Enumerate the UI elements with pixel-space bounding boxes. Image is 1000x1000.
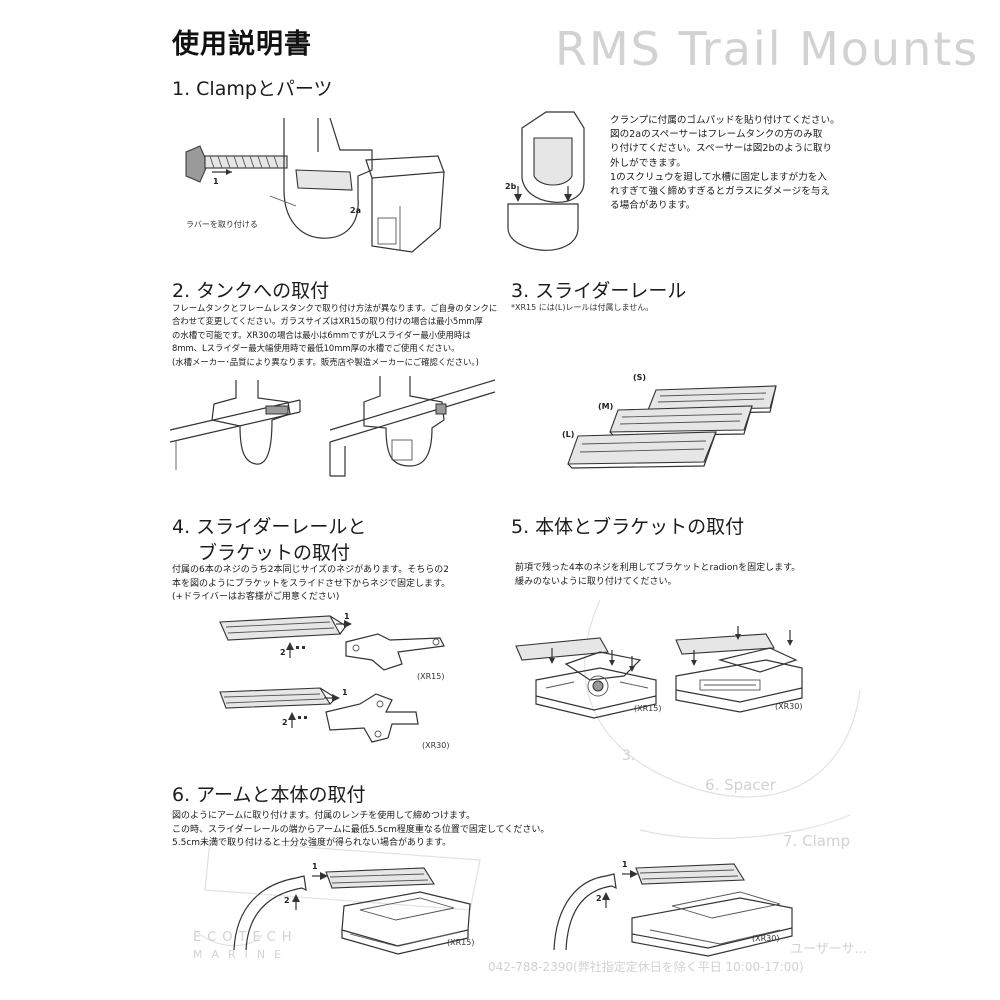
section-6-text: 図のようにアームに取り付けます。付属のレンチを使用して締めつけます。 この時、ス… (172, 811, 550, 849)
xr30-unit-icon (675, 626, 803, 713)
section-1-title: 1. Clampとパーツ (172, 78, 333, 100)
section-2-text: フレームタンクとフレームレスタンクで取り付け方法が異なります。ご自身のタンクに … (172, 303, 498, 367)
xr15-rail-bracket-icon (219, 615, 445, 671)
section-5-text: 前項で残った4本のネジを利用してブラケットとradionを固定します。 緩みのな… (515, 563, 801, 587)
rail-m-icon (609, 405, 753, 437)
rubber-label: ラバーを取り付ける (186, 220, 258, 229)
callout-1: 1 (213, 177, 219, 186)
section-4-title-line2: ブラケットの取付 (198, 542, 351, 564)
ghost-clamp-label: 7. Clamp (783, 832, 851, 850)
ghost-heading: RMS Trail Mounts (555, 22, 980, 76)
rail-s-label: (S) (633, 373, 647, 382)
ghost-brand-top: ECOTECH (193, 930, 298, 945)
section-3-title: 3. スライダーレール (511, 280, 687, 302)
spacer-2b-icon (521, 111, 585, 203)
section-1-text: クランプに付属のゴムパッドを貼り付けてください。 図の2aのスペーサーはフレーム… (610, 115, 840, 212)
xr30-callout-2: 2 (282, 718, 288, 727)
arm-xr30-callout-2: 2 (596, 894, 602, 903)
arm-xr15-callout-2: 2 (284, 896, 290, 905)
ghost-contact-label: ユーザーサ... (790, 942, 867, 957)
rail-l-icon (567, 431, 717, 469)
framed-glass-icon (329, 379, 496, 443)
xr15-unit-icon (515, 637, 657, 719)
ghost-brand-bottom: MARINE (193, 948, 291, 961)
xr30-label: (XR30) (422, 741, 450, 750)
arm-xr15-label: (XR15) (447, 938, 475, 947)
xr30-callout-1: 1 (342, 688, 348, 697)
page-title: 使用説明書 (172, 29, 312, 60)
xr30-arm-icon (553, 863, 793, 957)
arm-xr30-callout-1: 1 (622, 860, 628, 869)
callout-2a: 2a (350, 206, 361, 215)
ghost-spacer-label: 6. Spacer (705, 776, 776, 794)
xr15-label: (XR15) (417, 672, 445, 681)
section-3-note: *XR15 には(L)レールは付属しません。 (511, 303, 654, 312)
section-6-title: 6. アームと本体の取付 (172, 784, 366, 806)
xr15-unit-label: (XR15) (634, 704, 662, 713)
xr30-rail-bracket-icon (219, 687, 419, 743)
section-5-title: 5. 本体とブラケットの取付 (511, 516, 745, 538)
section-2-title: 2. タンクへの取付 (172, 280, 330, 302)
ghost-number: 3. (622, 748, 636, 764)
xr15-callout-1: 1 (344, 612, 350, 621)
section-4-text: 付属の6本のネジのうち2本同じサイズのネジがあります。そちらの2 本を図のように… (172, 565, 451, 603)
rail-l-label: (L) (562, 430, 575, 439)
arm-xr30-label: (XR30) (752, 934, 780, 943)
ghost-contact-phone: 042-788-2390(弊社指定定休日を除く平日 10:00-17:00) (488, 960, 804, 974)
xr30-unit-label: (XR30) (775, 702, 803, 711)
callout-2b: 2b (505, 182, 517, 191)
clamp-body-icon (283, 117, 373, 239)
section-4-title-line1: 4. スライダーレールと (172, 516, 367, 538)
frameless-glass-icon (169, 399, 301, 443)
rail-m-label: (M) (598, 402, 614, 411)
xr15-callout-2: 2 (280, 648, 286, 657)
xr15-arm-icon (233, 867, 471, 955)
arm-xr15-callout-1: 1 (312, 862, 318, 871)
